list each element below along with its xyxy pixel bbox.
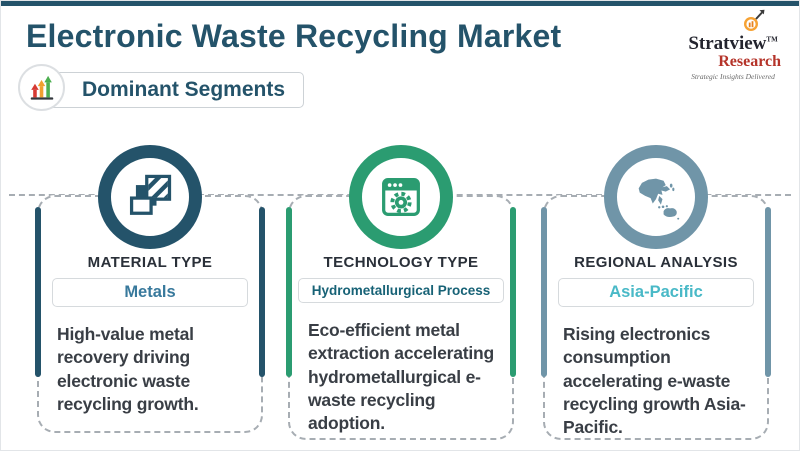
magnifier-chart-icon [741, 9, 767, 40]
logo-name: StratviewTM [688, 33, 778, 54]
card-value-box: Metals [52, 278, 248, 307]
process-window-gear-icon [349, 145, 453, 249]
card-accent-bar [541, 207, 547, 377]
badge-label: Dominant Segments [82, 78, 286, 101]
card-regional-analysis: REGIONAL ANALYSIS Asia-Pacific Rising el… [541, 145, 771, 440]
card-category-label: MATERIAL TYPE [87, 254, 213, 271]
card-category-label: TECHNOLOGY TYPE [323, 254, 479, 271]
card-description: Rising electronics consumption accelerat… [563, 324, 746, 438]
card-accent-bar [765, 207, 771, 377]
card-category-label: REGIONAL ANALYSIS [574, 254, 738, 271]
card-material-type: MATERIAL TYPE Metals High-value metal re… [35, 145, 265, 433]
trademark-symbol: TM [766, 35, 778, 44]
top-accent-strip [1, 1, 799, 6]
dominant-segments-badge: Dominant Segments [47, 72, 305, 108]
layered-material-icon [98, 145, 202, 249]
page-title: Electronic Waste Recycling Market [26, 18, 562, 54]
logo-subtitle: Research [718, 53, 781, 70]
card-accent-bar [510, 207, 516, 377]
card-value-box: Hydrometallurgical Process [298, 278, 504, 303]
card-accent-bar [35, 207, 41, 377]
card-accent-bar [286, 207, 292, 377]
card-description: High-value metal recovery driving electr… [57, 324, 199, 414]
card-accent-bar [259, 207, 265, 377]
stratview-logo: StratviewTM Research Strategic Insights … [677, 9, 789, 81]
card-description: Eco-efficient metal extraction accelerat… [308, 320, 495, 434]
card-technology-type: TECHNOLOGY TYPE Hydrometallurgical Proce… [286, 145, 516, 440]
card-value-box: Asia-Pacific [558, 278, 754, 307]
growth-arrows-icon [18, 64, 65, 111]
asia-pacific-map-icon [604, 145, 708, 249]
logo-tagline: Strategic Insights Delivered [691, 72, 775, 81]
